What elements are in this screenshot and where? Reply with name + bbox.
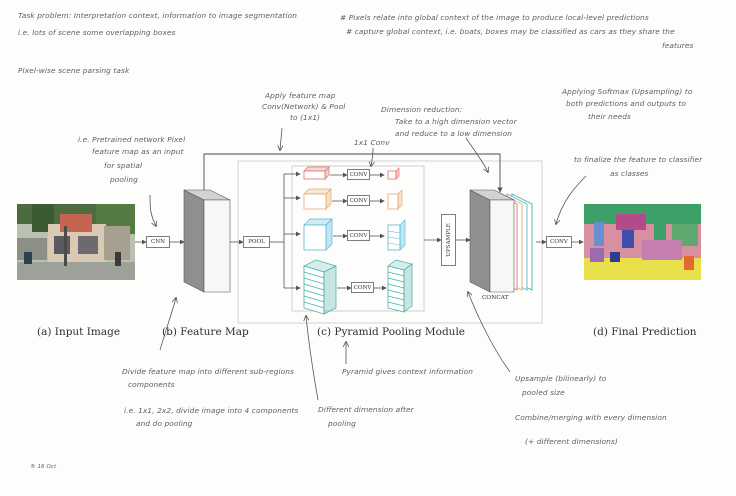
note-upsample-1: Applying Softmax (Upsampling) to xyxy=(562,87,693,96)
input-image xyxy=(17,204,135,280)
feature-map xyxy=(183,189,231,293)
note-upsample-2: both predictions and outputs to xyxy=(566,99,686,108)
note-concat-1: Combine/merging with every dimension xyxy=(515,413,667,422)
annotation-arrow-divide xyxy=(159,298,176,351)
pool-op: POOL xyxy=(243,236,270,248)
note-dimred-4: 1x1 Conv xyxy=(354,138,390,147)
final-prediction-map xyxy=(584,204,701,280)
pyramid-inner-frame xyxy=(291,165,425,312)
pooled-block-6x6 xyxy=(303,259,337,315)
note-concat-2: (+ different dimensions) xyxy=(525,437,618,446)
annotation-arrow-concat xyxy=(468,292,511,373)
pooled-block-1x1 xyxy=(303,166,330,180)
conv-op-2: CONV xyxy=(347,195,370,206)
upsample-label: UPSAMPLE xyxy=(445,223,452,257)
note-conv-2: Conv(Network) & Pool xyxy=(262,102,346,111)
concat-label: CONCAT xyxy=(482,295,509,301)
conv-op-1: CONV xyxy=(347,169,370,180)
annotation-arrow-cnn xyxy=(149,194,156,226)
note-conv-1: Apply feature map xyxy=(265,91,336,100)
caption-pyramid-module: (c) Pyramid Pooling Module xyxy=(317,326,466,338)
annotation-arrow-conv xyxy=(280,127,282,150)
caption-input-image: (a) Input Image xyxy=(37,326,121,338)
concat-stack xyxy=(469,189,533,293)
reduced-block-2 xyxy=(387,189,403,210)
note-divide-4: and do pooling xyxy=(136,419,193,428)
note-pool-2: pooling xyxy=(328,419,356,428)
note-upsample-size-2: pooled size xyxy=(522,388,565,397)
note-dimred-3: and reduce to a low dimension xyxy=(395,129,512,138)
note-cnn-1: i.e. Pretrained network Pixel xyxy=(78,135,186,144)
reduced-block-3 xyxy=(387,219,406,251)
note-global-context: # Pixels relate into global context of t… xyxy=(340,13,649,22)
note-features: features xyxy=(662,41,694,50)
note-pyramid-context: Pyramid gives context information xyxy=(342,367,473,376)
note-divide-2: components xyxy=(128,380,175,389)
note-dimred-2: Take to a high dimension vector xyxy=(395,117,517,126)
note-divide-3: i.e. 1x1, 2x2, divide image into 4 compo… xyxy=(124,406,299,415)
note-cnn-3: for spatial xyxy=(104,161,143,170)
note-final-1: to finalize the feature to classifier xyxy=(574,155,703,164)
note-conv-3: to (1x1) xyxy=(290,113,321,122)
annotation-arrow-dimred xyxy=(371,147,373,166)
note-scene-boxes: i.e. lots of scene some overlapping boxe… xyxy=(18,28,176,37)
final-conv-op: CONV xyxy=(546,236,572,248)
conv-op-4: CONV xyxy=(351,282,374,293)
caption-feature-map: (b) Feature Map xyxy=(162,326,249,338)
pooled-block-2x2 xyxy=(303,188,332,210)
note-upsample-3: their needs xyxy=(588,112,631,121)
note-divide-1: Divide feature map into different sub-re… xyxy=(122,367,295,376)
note-cnn-4: pooling xyxy=(110,175,138,184)
reduced-block-4 xyxy=(387,259,413,313)
note-task-problem: Task problem: Interpretation context, in… xyxy=(18,11,298,20)
note-cnn-2: feature map as an input xyxy=(92,147,184,156)
skip-connection-arrow xyxy=(203,153,503,193)
conv-op-3: CONV xyxy=(347,230,370,241)
annotation-arrow-upsample xyxy=(465,137,488,172)
note-scene-parsing: Pixel-wise scene parsing task xyxy=(18,66,130,75)
pooled-block-3x3 xyxy=(303,218,333,251)
upsample-op: UPSAMPLE xyxy=(441,214,456,266)
note-corner-mark: ® 16 Oct xyxy=(30,464,57,470)
annotation-arrow-final xyxy=(556,175,587,224)
note-dimred-1: Dimension reduction: xyxy=(381,105,463,114)
note-pool-1: Different dimension after xyxy=(318,405,414,414)
caption-final-prediction: (d) Final Prediction xyxy=(593,326,697,338)
annotation-arrow-pool xyxy=(306,316,319,401)
reduced-block-1 xyxy=(387,167,400,180)
note-final-2: as classes xyxy=(610,169,649,178)
note-upsample-size-1: Upsample (bilinearly) to xyxy=(515,374,607,383)
note-capture-context: # capture global context, i.e. boats, bo… xyxy=(346,27,675,36)
cnn-op: CNN xyxy=(146,236,170,248)
